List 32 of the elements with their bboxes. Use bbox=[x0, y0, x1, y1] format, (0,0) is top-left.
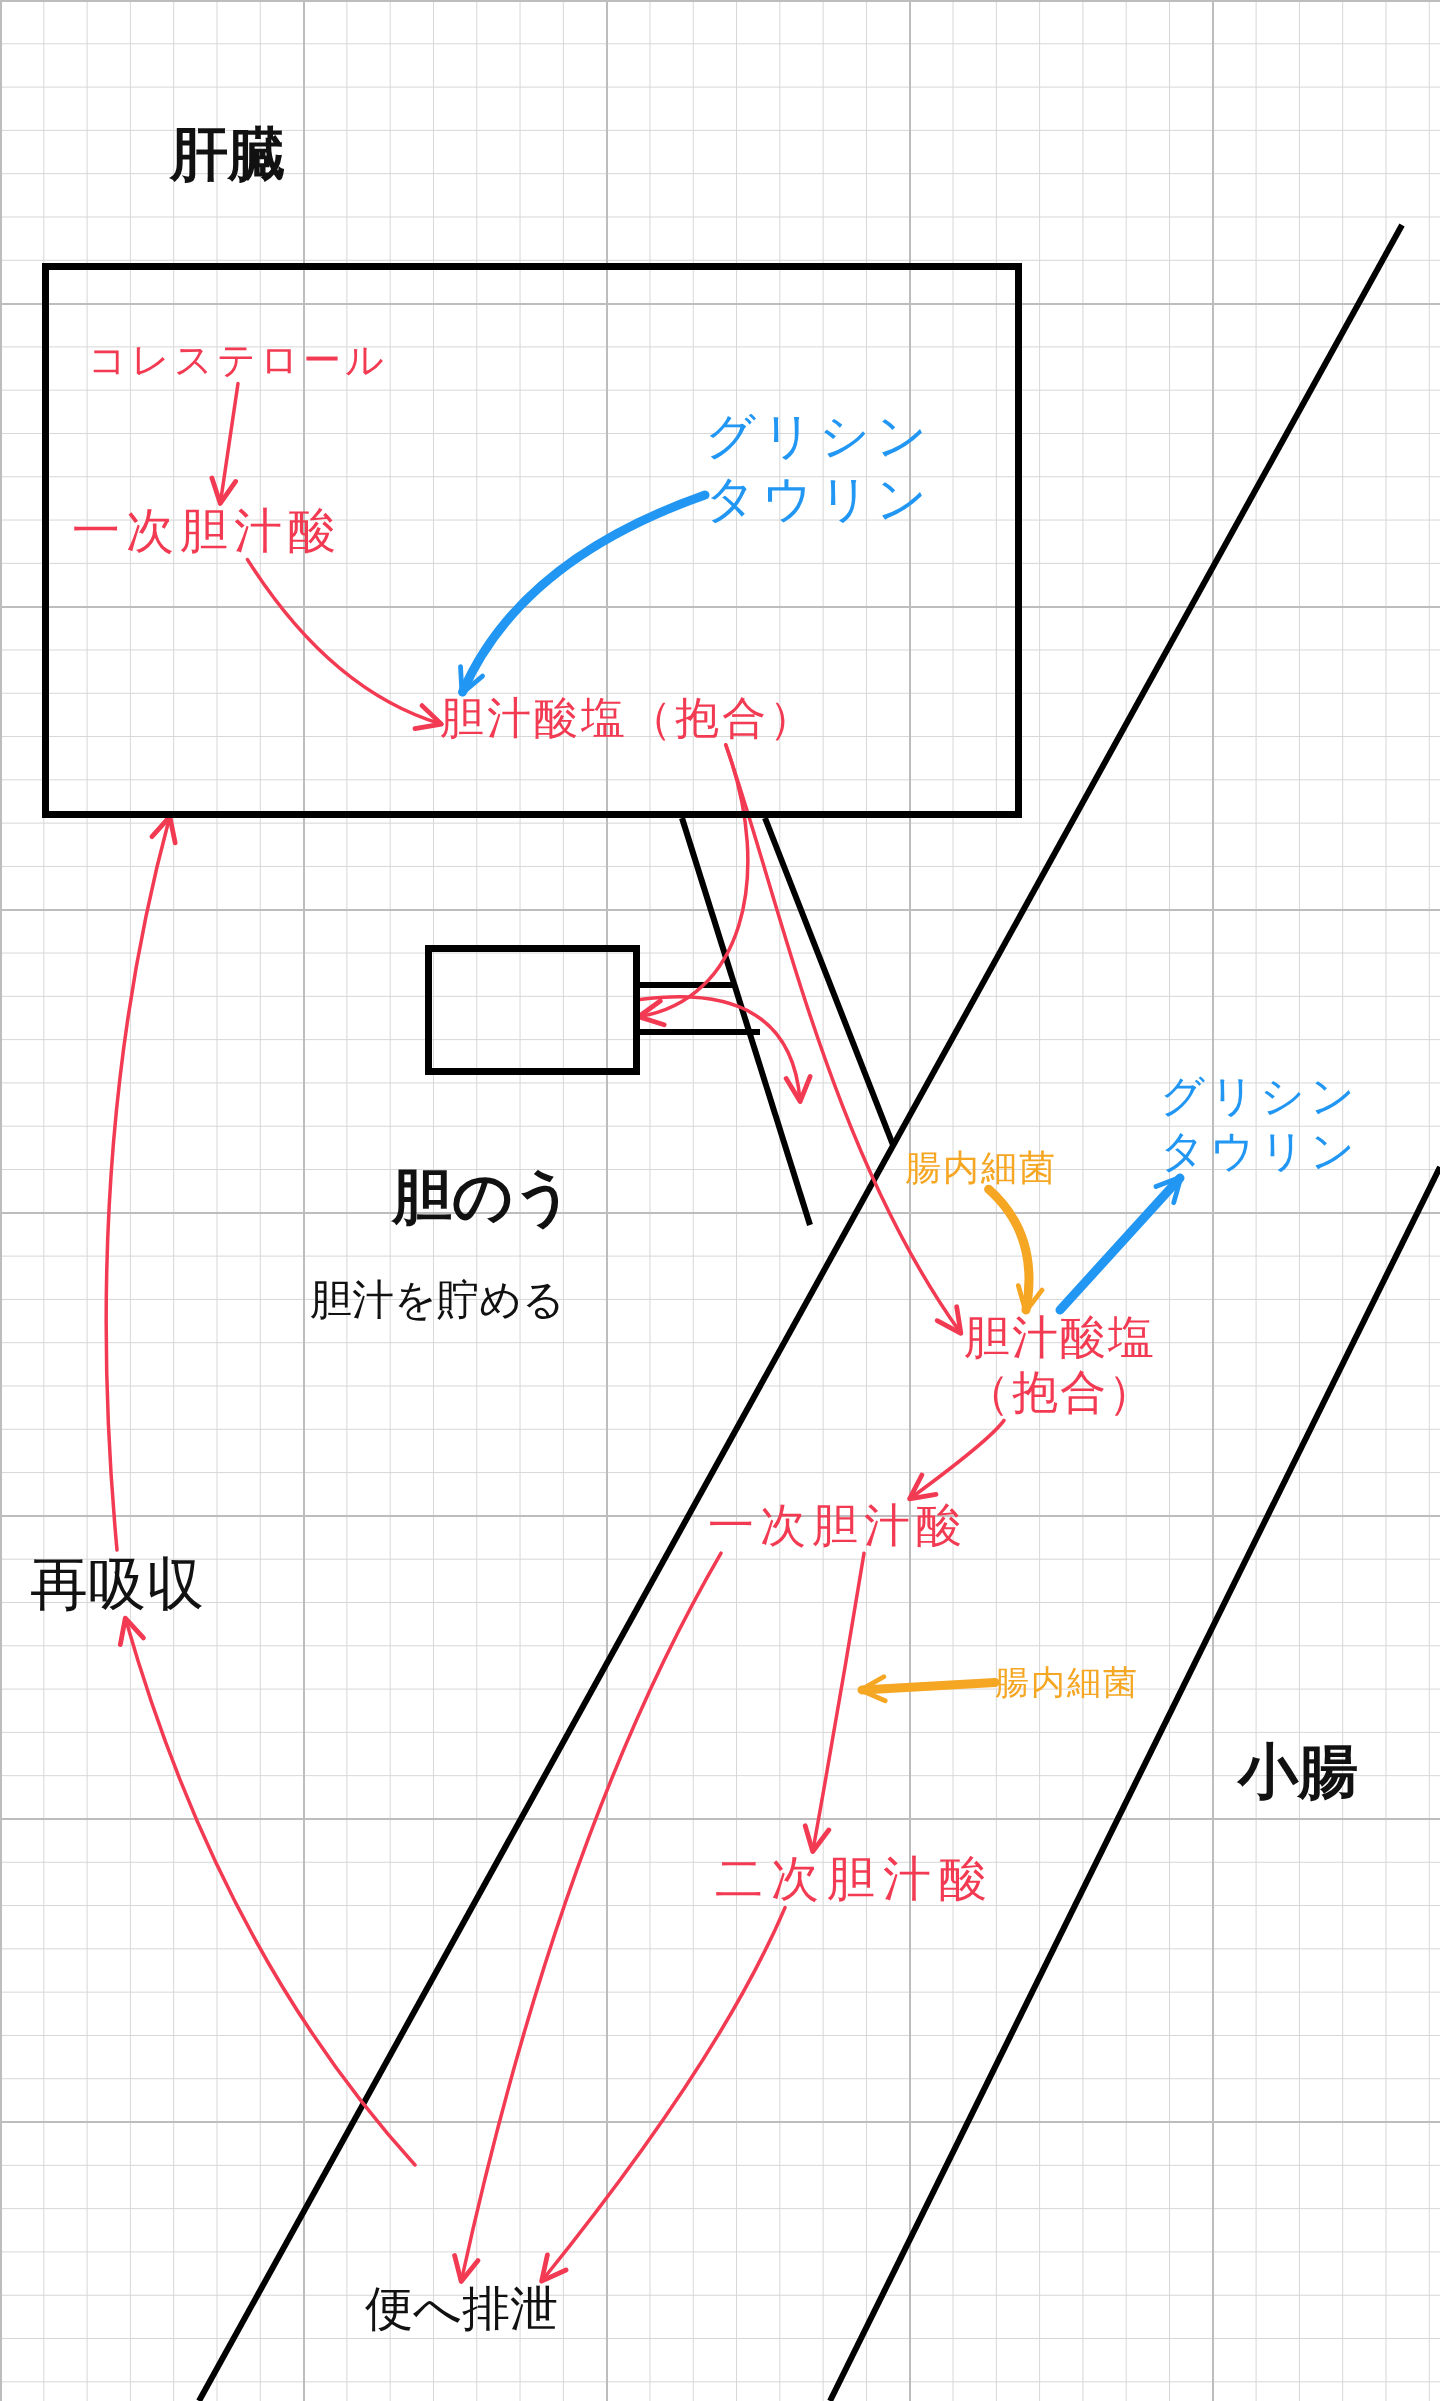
arrow bbox=[539, 1905, 787, 2284]
arrow bbox=[118, 1615, 417, 2167]
compound-label: コレステロール bbox=[88, 338, 388, 384]
arrow bbox=[802, 1551, 866, 1854]
arrow bbox=[857, 1674, 1000, 1704]
arrow bbox=[638, 995, 812, 1104]
organ-label: 小腸 bbox=[1238, 1735, 1358, 1807]
compound-label: グリシン bbox=[1160, 1069, 1360, 1123]
gallbladder-box bbox=[425, 945, 640, 1075]
arrow bbox=[907, 1418, 1006, 1502]
organ-label: 肝臓 bbox=[170, 120, 286, 190]
arrow bbox=[984, 1184, 1044, 1315]
arrow bbox=[245, 557, 444, 731]
compound-label: グリシン bbox=[705, 406, 933, 467]
process-label: 便へ排泄 bbox=[365, 2280, 558, 2338]
bacteria-label: 腸内細菌 bbox=[905, 1146, 1057, 1190]
arrow bbox=[724, 743, 964, 1336]
arrow bbox=[209, 381, 240, 506]
compound-label: タウリン bbox=[705, 468, 933, 530]
compound-label: 二次胆汁酸 bbox=[715, 1850, 995, 1908]
arrow bbox=[1055, 1173, 1185, 1315]
organ-label: 胆のう bbox=[392, 1160, 574, 1232]
compound-label: 胆汁酸塩（抱合） bbox=[440, 692, 816, 745]
compound-label: 胆汁酸塩（抱合） bbox=[960, 1310, 1160, 1421]
bacteria-label: 腸内細菌 bbox=[995, 1662, 1139, 1703]
compound-label: 一次胆汁酸 bbox=[708, 1498, 968, 1554]
process-label: 再吸収 bbox=[30, 1550, 204, 1620]
compound-label: タウリン bbox=[1160, 1124, 1360, 1178]
arrow bbox=[452, 1551, 723, 2284]
compound-label: 一次胆汁酸 bbox=[72, 502, 342, 560]
arrow bbox=[458, 490, 710, 697]
caption-text: 胆汁を貯める bbox=[310, 1275, 565, 1326]
